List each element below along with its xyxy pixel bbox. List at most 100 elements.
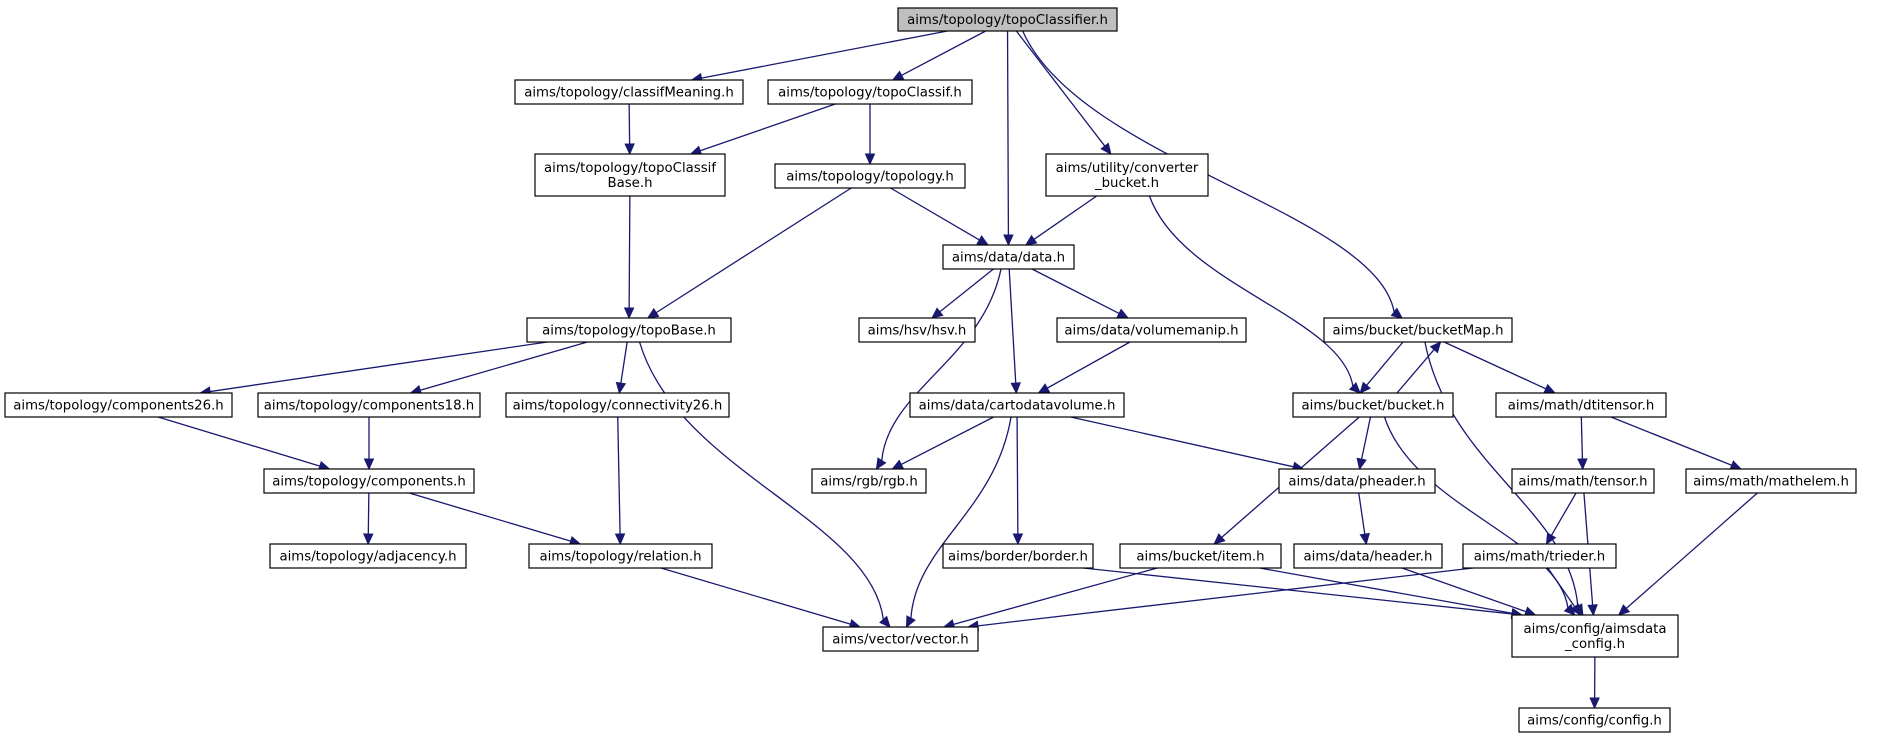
edge-trieder-to-vector xyxy=(977,567,1474,627)
node-aimsdata-config[interactable]: aims/config/aimsdata_config.h xyxy=(1511,614,1679,658)
node-data[interactable]: aims/data/data.h xyxy=(942,244,1075,270)
node-bucket-map[interactable]: aims/bucket/bucketMap.h xyxy=(1323,317,1513,343)
edge-data-to-hsv xyxy=(939,268,994,313)
edge-cartodatavolume-to-vector xyxy=(910,416,1012,619)
node-relation[interactable]: aims/topology/relation.h xyxy=(528,543,713,569)
node-box xyxy=(1278,468,1436,494)
node-components[interactable]: aims/topology/components.h xyxy=(263,468,475,494)
arrow-head xyxy=(1003,234,1014,247)
edge-converterBucket-to-data xyxy=(1033,195,1098,240)
node-box xyxy=(897,7,1118,32)
node-cartodatavolume[interactable]: aims/data/cartodatavolume.h xyxy=(909,392,1125,418)
edge-border-to-aimsdataConfig xyxy=(1082,567,1513,615)
node-label: aims/topology/topoClassifier.h xyxy=(907,13,1108,28)
arrow-head xyxy=(1587,604,1598,617)
node-topo-base[interactable]: aims/topology/topoBase.h xyxy=(526,317,732,343)
node-box xyxy=(4,392,233,418)
edge-topoClassifBase-to-topoBase xyxy=(628,195,631,309)
node-label: aims/config/config.h xyxy=(1527,714,1662,729)
node-adjacency[interactable]: aims/topology/adjacency.h xyxy=(269,543,467,569)
arrow-head xyxy=(1024,234,1038,246)
arrow-head xyxy=(1429,341,1442,354)
node-border[interactable]: aims/border/border.h xyxy=(942,543,1094,569)
edge-bucketMap-to-bucket xyxy=(1366,341,1404,386)
arrow-head xyxy=(1543,383,1557,394)
edge-item-to-vector xyxy=(953,567,1158,625)
node-label: aims/data/volumemanip.h xyxy=(1064,324,1238,339)
node-box xyxy=(774,163,966,189)
node-box xyxy=(263,468,475,494)
node-converter-bucket[interactable]: aims/utility/converter_bucket.h xyxy=(1045,153,1209,197)
edge-item-to-aimsdataConfig xyxy=(1259,567,1513,614)
node-label: aims/vector/vector.h xyxy=(832,633,968,648)
arrow-head xyxy=(1729,460,1743,470)
node-box xyxy=(1462,543,1617,569)
node-hsv[interactable]: aims/hsv/hsv.h xyxy=(858,317,976,343)
edge-data-to-volumemanip xyxy=(1031,268,1120,315)
node-item[interactable]: aims/bucket/item.h xyxy=(1119,543,1282,569)
node-label: aims/rgb/rgb.h xyxy=(820,475,918,490)
arrow-head xyxy=(1570,603,1582,617)
node-box xyxy=(1293,543,1443,569)
edge-topology-to-topoBase xyxy=(655,187,852,314)
node-components18[interactable]: aims/topology/components18.h xyxy=(257,392,481,418)
node-topo-classifier[interactable]: aims/topology/topoClassifier.h xyxy=(897,7,1118,32)
node-label: aims/data/cartodatavolume.h xyxy=(919,399,1116,414)
node-topo-classif[interactable]: aims/topology/topoClassif.h xyxy=(767,79,973,105)
node-box xyxy=(1292,392,1454,418)
edge-bucketMap-to-aimsdataConfig xyxy=(1424,341,1579,607)
edge-cartodatavolume-to-rgb xyxy=(900,416,994,466)
arrow-head xyxy=(1348,381,1362,394)
arrow-head xyxy=(1359,532,1370,546)
node-box xyxy=(1685,468,1857,494)
node-header[interactable]: aims/data/header.h xyxy=(1293,543,1443,569)
node-label: Base.h xyxy=(607,176,652,191)
arrow-head xyxy=(1589,697,1600,710)
node-box xyxy=(1495,392,1667,418)
edge-topoBase-to-components26 xyxy=(209,341,548,393)
node-box xyxy=(534,153,726,197)
node-connectivity26[interactable]: aims/topology/connectivity26.h xyxy=(505,392,730,418)
node-label: aims/bucket/bucket.h xyxy=(1302,399,1445,414)
edge-bucket-to-pheader xyxy=(1360,416,1372,460)
edge-components26-to-components xyxy=(157,416,321,467)
node-bucket[interactable]: aims/bucket/bucket.h xyxy=(1292,392,1454,418)
edge-topology-to-data xyxy=(890,187,980,241)
edge-topoClassif-to-topoClassifBase xyxy=(699,103,836,152)
node-topology[interactable]: aims/topology/topology.h xyxy=(774,163,966,189)
node-label: aims/topology/components.h xyxy=(272,475,466,490)
node-mathelem[interactable]: aims/math/mathelem.h xyxy=(1685,468,1857,494)
node-dtitensor[interactable]: aims/math/dtitensor.h xyxy=(1495,392,1667,418)
edge-topoClassifier-to-bucketMap xyxy=(1022,30,1395,313)
node-label: aims/topology/components18.h xyxy=(264,399,474,414)
arrow-head xyxy=(1617,604,1631,616)
node-box xyxy=(1323,317,1513,343)
node-label: _bucket.h xyxy=(1094,176,1159,191)
node-box xyxy=(526,317,732,343)
edge-mathelem-to-aimsdataConfig xyxy=(1625,492,1758,609)
node-volumemanip[interactable]: aims/data/volumemanip.h xyxy=(1056,317,1247,343)
node-trieder[interactable]: aims/math/trieder.h xyxy=(1462,543,1617,569)
node-vector[interactable]: aims/vector/vector.h xyxy=(822,626,979,652)
node-box xyxy=(811,468,927,494)
arrow-head xyxy=(1012,533,1024,546)
node-label: aims/math/dtitensor.h xyxy=(1508,399,1655,414)
node-components26[interactable]: aims/topology/components26.h xyxy=(4,392,233,418)
node-label: aims/topology/topoBase.h xyxy=(542,324,716,339)
arrow-head xyxy=(363,533,374,546)
node-tensor[interactable]: aims/math/tensor.h xyxy=(1511,468,1655,494)
node-rgb[interactable]: aims/rgb/rgb.h xyxy=(811,468,927,494)
arrow-head xyxy=(976,235,990,246)
arrow-head xyxy=(1213,533,1226,545)
node-label: aims/config/aimsdata xyxy=(1523,622,1666,637)
node-box xyxy=(1511,614,1679,658)
node-label: aims/math/trieder.h xyxy=(1474,550,1606,565)
node-classif-meaning[interactable]: aims/topology/classifMeaning.h xyxy=(514,79,744,105)
edge-topoBase-to-vector xyxy=(638,341,885,620)
node-pheader[interactable]: aims/data/pheader.h xyxy=(1278,468,1436,494)
node-box xyxy=(1518,707,1671,733)
node-label: aims/topology/relation.h xyxy=(539,550,701,565)
node-config[interactable]: aims/config/config.h xyxy=(1518,707,1671,733)
